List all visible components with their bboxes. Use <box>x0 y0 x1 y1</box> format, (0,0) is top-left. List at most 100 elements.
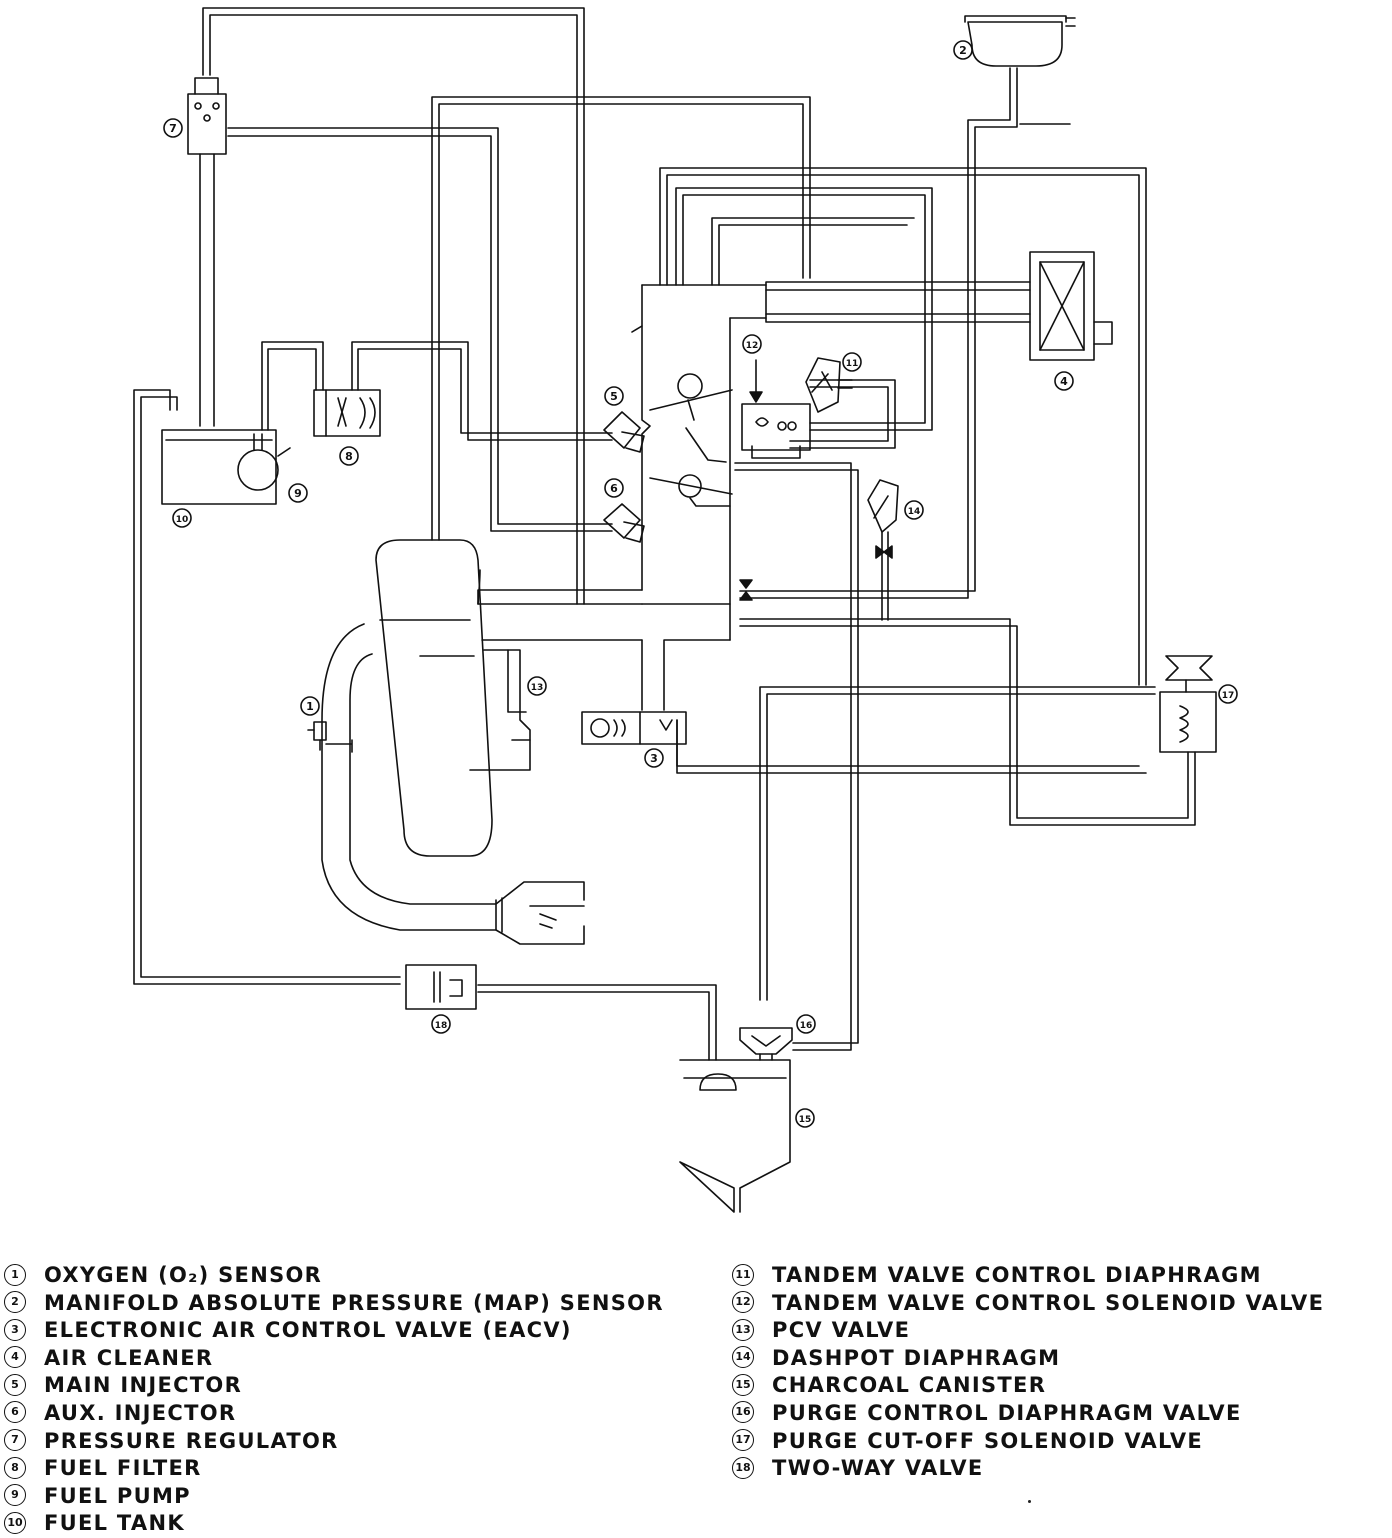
callout-15: 15 <box>795 1108 815 1128</box>
legend-label: OXYGEN (O₂) SENSOR <box>44 1263 323 1287</box>
purge-cutoff-solenoid <box>1159 655 1217 753</box>
legend-label: PURGE CONTROL DIAPHRAGM VALVE <box>772 1400 1242 1425</box>
legend-label: ELECTRONIC AIR CONTROL VALVE (EACV) <box>44 1318 572 1343</box>
svg-text:7: 7 <box>169 122 177 135</box>
callout-9: 9 <box>288 483 308 503</box>
legend-item: 9 FUEL PUMP <box>4 1483 664 1511</box>
svg-text:2: 2 <box>959 44 967 57</box>
legend-label: TWO-WAY VALVE <box>772 1456 984 1481</box>
legend-item: 4 AIR CLEANER <box>4 1345 664 1373</box>
legend-item: 1 OXYGEN (O₂) SENSOR <box>4 1262 664 1290</box>
svg-text:16: 16 <box>800 1021 813 1031</box>
callout-4: 4 <box>1054 371 1074 391</box>
legend-label: AIR CLEANER <box>44 1345 214 1370</box>
callout-7: 7 <box>163 118 183 138</box>
svg-text:14: 14 <box>908 507 921 517</box>
main-injector <box>603 411 645 453</box>
legend-item: 14 DASHPOT DIAPHRAGM <box>732 1345 1324 1373</box>
svg-text:15: 15 <box>799 1115 812 1125</box>
legend-item: 12 TANDEM VALVE CONTROL SOLENOID VALVE <box>732 1290 1324 1318</box>
vacuum-hoses <box>133 7 1196 1061</box>
svg-text:13: 13 <box>531 683 544 693</box>
air-cleaner <box>765 251 1113 361</box>
map-sensor <box>964 15 1076 67</box>
callout-10: 10 <box>172 508 192 528</box>
eacv <box>581 711 687 745</box>
legend-label: FUEL TANK <box>44 1511 185 1536</box>
legend-item: 5 MAIN INJECTOR <box>4 1372 664 1400</box>
callout-6: 6 <box>604 478 624 498</box>
legend-number: 18 <box>732 1456 754 1479</box>
fuel-filter <box>313 389 381 437</box>
callout-3: 3 <box>644 748 664 768</box>
legend-item: 13 PCV VALVE <box>732 1317 1324 1345</box>
legend-number: 8 <box>4 1456 26 1479</box>
callout-2: 2 <box>953 40 973 60</box>
legend-number: 4 <box>4 1346 26 1369</box>
legend-item: 15 CHARCOAL CANISTER <box>732 1372 1324 1400</box>
legend-number: 7 <box>4 1429 26 1452</box>
legend-label: DASHPOT DIAPHRAGM <box>772 1345 1061 1370</box>
callout-14: 14 <box>904 500 924 520</box>
charcoal-canister <box>679 1059 791 1213</box>
legend-item: 16 PURGE CONTROL DIAPHRAGM VALVE <box>732 1400 1324 1428</box>
legend-number: 10 <box>4 1511 26 1534</box>
legend-number: 14 <box>732 1346 754 1369</box>
oxygen-sensor <box>307 721 353 753</box>
svg-text:6: 6 <box>610 482 618 495</box>
pressure-regulator <box>187 77 227 427</box>
legend-item: 6 AUX. INJECTOR <box>4 1400 664 1428</box>
hose-routing-diagram: 1 2 3 4 5 6 7 8 9 10 11 12 13 14 15 16 1… <box>133 7 1238 1213</box>
legend-label: TANDEM VALVE CONTROL SOLENOID VALVE <box>772 1290 1325 1315</box>
callout-8: 8 <box>339 446 359 466</box>
legend-left-column: 1 OXYGEN (O₂) SENSOR 2 MANIFOLD ABSOLUTE P… <box>4 1262 664 1538</box>
callout-11: 11 <box>842 352 862 372</box>
legend-item: 18 TWO-WAY VALVE <box>732 1455 1324 1483</box>
legend-label: MAIN INJECTOR <box>44 1373 243 1398</box>
svg-text:5: 5 <box>610 390 618 403</box>
legend-number: 9 <box>4 1484 26 1507</box>
svg-text:8: 8 <box>345 450 353 463</box>
purge-control-valve <box>739 1027 793 1061</box>
svg-text:17: 17 <box>1222 691 1235 701</box>
two-way-valve <box>405 964 477 1010</box>
callout-13: 13 <box>527 676 547 696</box>
legend-number: 6 <box>4 1401 26 1424</box>
legend-number: 1 <box>4 1263 26 1286</box>
throttle-body <box>477 284 767 711</box>
tandem-valve-diaphragm <box>805 357 853 413</box>
fuel-pump <box>237 433 291 491</box>
svg-text:18: 18 <box>435 1021 448 1031</box>
legend-item: 10 FUEL TANK <box>4 1510 664 1538</box>
pcv-valve <box>469 649 531 771</box>
callout-16: 16 <box>796 1014 816 1034</box>
legend-number: 16 <box>732 1401 754 1424</box>
legend-label: FUEL PUMP <box>44 1483 191 1508</box>
legend-number: 5 <box>4 1373 26 1396</box>
callout-12: 12 <box>742 334 762 354</box>
callout-18: 18 <box>431 1014 451 1034</box>
legend-label: AUX. INJECTOR <box>44 1400 237 1425</box>
svg-text:12: 12 <box>746 341 759 351</box>
legend-item: 2 MANIFOLD ABSOLUTE PRESSURE (MAP) SENSOR <box>4 1290 664 1318</box>
svg-text:9: 9 <box>294 487 302 500</box>
legend-number: 13 <box>732 1318 754 1341</box>
aux-injector <box>603 503 645 543</box>
dashpot-diaphragm <box>867 479 899 621</box>
legend-number: 2 <box>4 1291 26 1314</box>
legend-number: 15 <box>732 1373 754 1396</box>
svg-text:1: 1 <box>306 700 314 713</box>
legend-number: 12 <box>732 1291 754 1314</box>
legend-label: CHARCOAL CANISTER <box>772 1373 1047 1398</box>
legend-label: PCV VALVE <box>772 1318 911 1343</box>
svg-text:3: 3 <box>650 752 658 765</box>
fuel-tank <box>161 429 277 505</box>
legend-label: MANIFOLD ABSOLUTE PRESSURE (MAP) SENSOR <box>44 1290 664 1315</box>
callout-17: 17 <box>1218 684 1238 704</box>
